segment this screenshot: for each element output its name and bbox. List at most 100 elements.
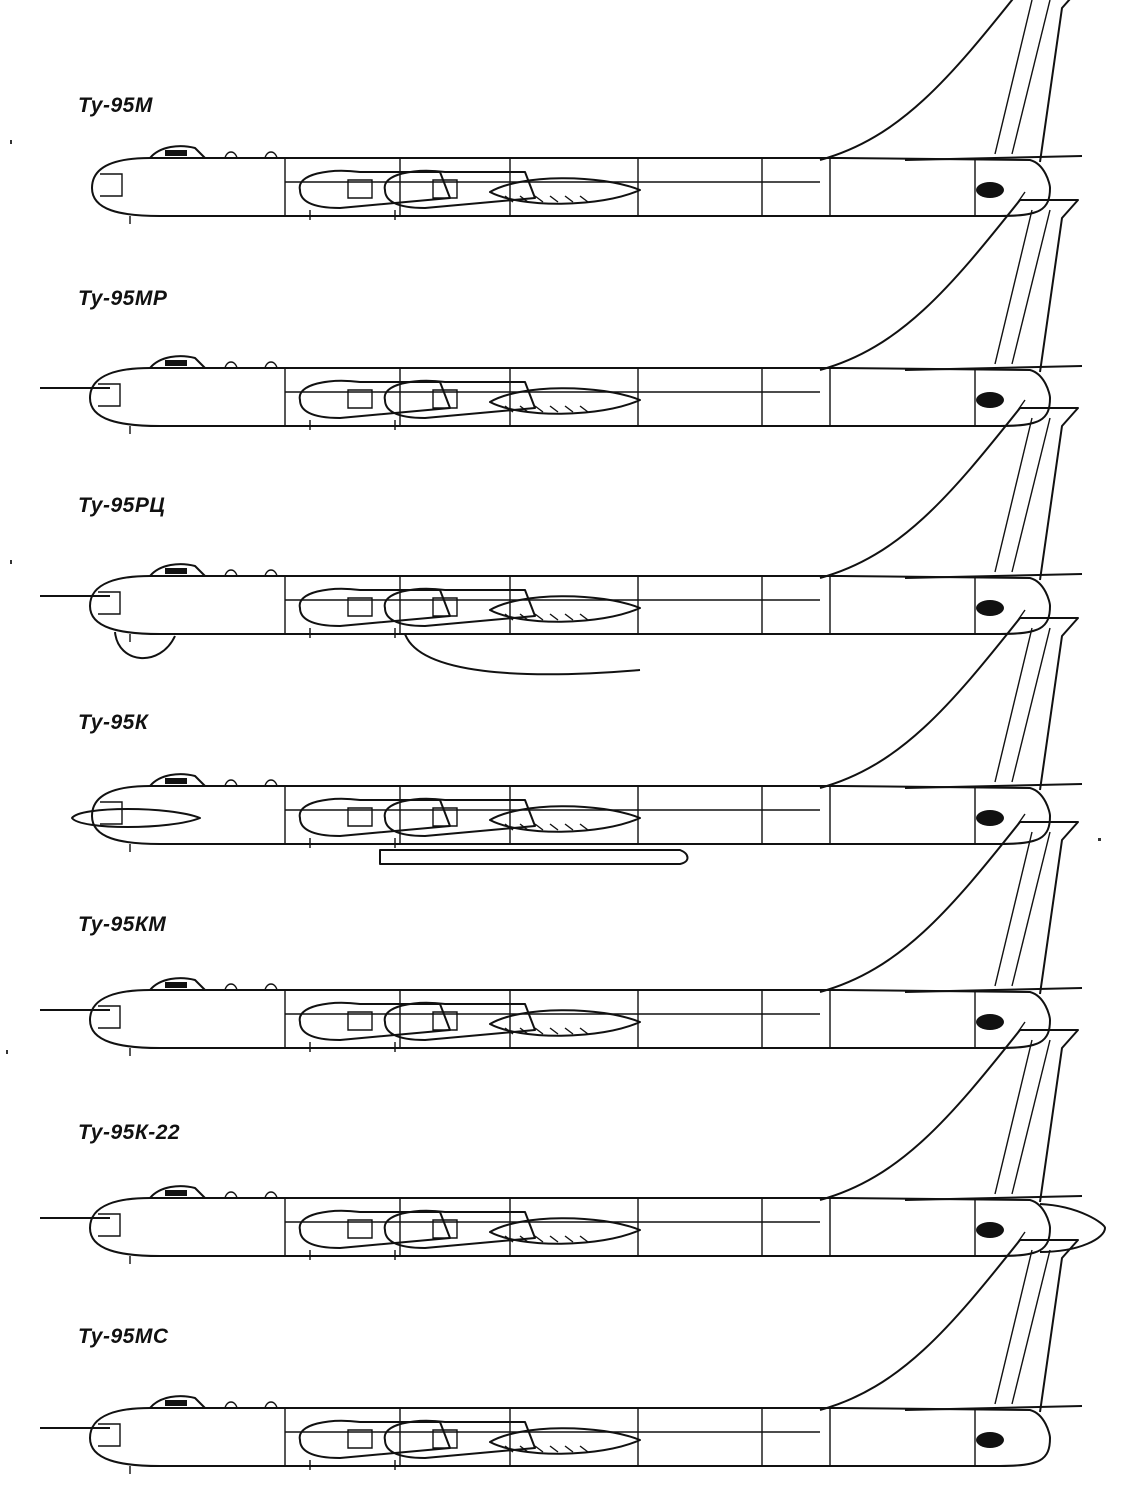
flap-track [505,1236,513,1242]
horizontal-stabiliser [905,156,1082,160]
horizontal-stabiliser [905,574,1082,578]
flap-track [520,406,528,412]
horizontal-stabiliser [905,1406,1082,1410]
flap-track [580,1446,588,1452]
variant-label: Ту-95КМ [78,913,167,936]
cockpit-canopy [150,774,205,786]
tail-gunner-blister [976,1014,1004,1030]
horizontal-stabiliser [905,366,1082,370]
engine-nacelle [385,171,535,208]
flap-track [550,1446,558,1452]
rudder-line [995,628,1032,782]
rudder-line [1012,418,1050,572]
scan-mark [1098,838,1101,841]
nacelle-panel [433,1220,457,1238]
engine-nacelle [300,381,450,418]
fuselage [90,368,1050,426]
flap-track [550,196,558,202]
scan-mark [10,140,12,144]
tail-gunner-blister [976,1432,1004,1448]
aircraft-side-view [0,1250,1127,1480]
nacelle-panel [433,1430,457,1448]
fuselage [90,1198,1050,1256]
flap-track [580,1236,588,1242]
nose-glazing [98,1424,120,1446]
vertical-fin [820,200,1078,372]
fin-tip [1018,814,1025,824]
fin-tip [1018,1232,1025,1242]
engine-nacelle [300,1421,450,1458]
fin-tip [1018,610,1025,620]
nacelle-panel [348,808,372,826]
wing-fairing [490,1010,640,1036]
flap-track [505,1028,513,1034]
fuselage [92,158,1050,216]
wing-fairing [490,806,640,832]
rudder-line [995,1250,1032,1404]
nacelle-panel [433,598,457,616]
dorsal-antenna [225,152,237,158]
cockpit-window [165,1400,187,1406]
aircraft-side-view [0,418,1127,658]
flap-track [535,824,543,830]
nacelle-panel [348,390,372,408]
vertical-fin [820,618,1078,790]
nacelle-panel [433,390,457,408]
flap-track [520,614,528,620]
engine-nacelle [385,1211,535,1248]
flap-track [565,1236,573,1242]
scan-mark [10,560,12,564]
engine-nacelle [385,381,535,418]
flap-track [565,406,573,412]
variant-label: Ту-95М [78,94,153,117]
dorsal-antenna [225,780,237,786]
rudder-line [995,832,1032,986]
tail-gunner-blister [976,600,1004,616]
cockpit-window [165,360,187,366]
nacelle-panel [433,180,457,198]
flap-track [565,614,573,620]
nacelle-panel [348,598,372,616]
dorsal-antenna [225,1402,237,1408]
fin-tip [1018,192,1025,202]
dorsal-antenna [265,570,277,576]
flap-track [550,1236,558,1242]
dorsal-antenna [265,780,277,786]
nose-glazing [98,384,120,406]
cockpit-canopy [150,146,205,158]
tail-gunner-blister [976,810,1004,826]
nose-glazing [100,802,122,824]
flap-track [565,824,573,830]
dorsal-antenna [225,570,237,576]
nose-radar-fairing [72,809,200,827]
nacelle-panel [348,1430,372,1448]
flap-track [520,1446,528,1452]
nose-glazing [98,1006,120,1028]
dorsal-antenna [265,1402,277,1408]
horizontal-stabiliser [905,988,1082,992]
flap-track [580,406,588,412]
flap-track [550,824,558,830]
flap-track [535,614,543,620]
variant-label: Ту-95РЦ [78,494,166,517]
nose-glazing [98,592,120,614]
cockpit-window [165,982,187,988]
flap-track [535,406,543,412]
rudder-line [1012,832,1050,986]
flap-track [580,196,588,202]
wing-fairing [490,596,640,622]
engine-nacelle [385,1421,535,1458]
flap-track [505,614,513,620]
cockpit-window [165,1190,187,1196]
cockpit-canopy [150,978,205,990]
dorsal-antenna [265,362,277,368]
vertical-fin [820,0,1078,162]
aircraft-side-view [0,0,1127,230]
rudder-line [1012,0,1050,154]
flap-track [550,614,558,620]
scan-mark [6,1050,8,1054]
dorsal-antenna [225,362,237,368]
horizontal-stabiliser [905,784,1082,788]
nacelle-panel [348,180,372,198]
fin-tip [1018,1022,1025,1032]
